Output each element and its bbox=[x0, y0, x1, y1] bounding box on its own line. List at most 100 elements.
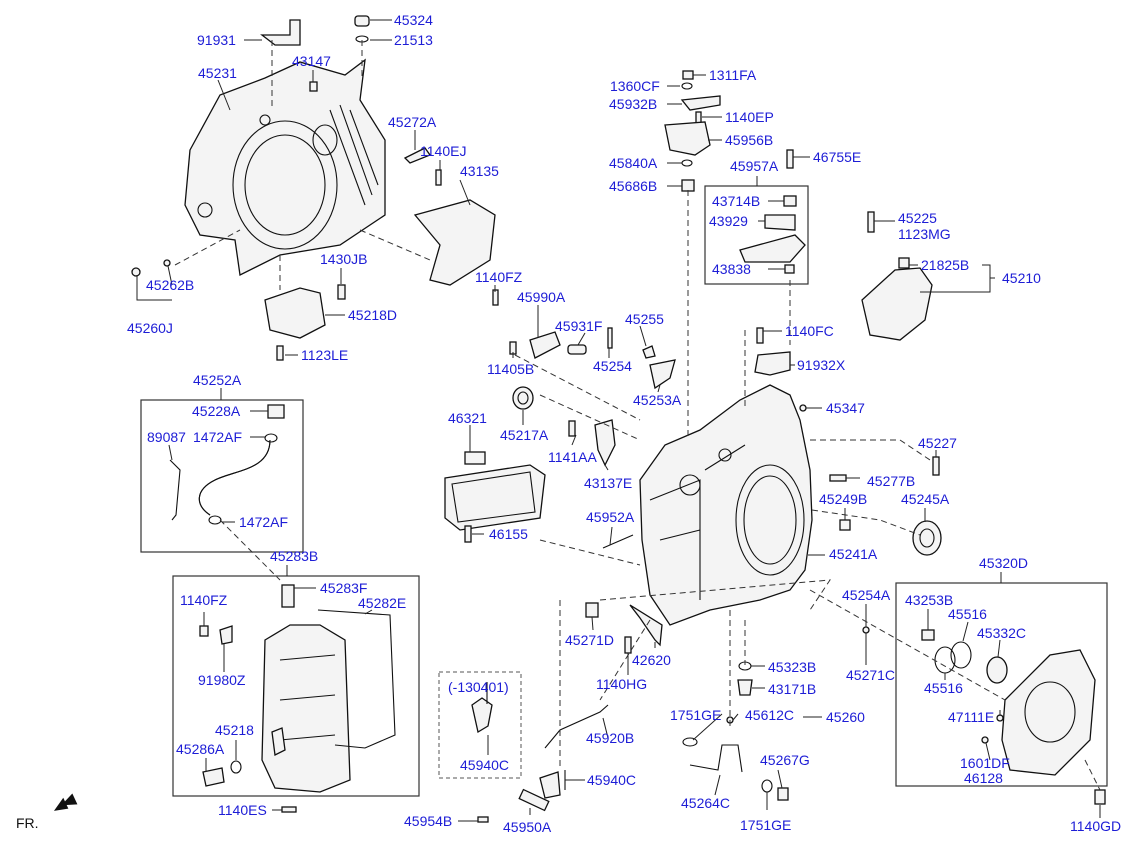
callout-1140fz-upper[interactable]: 1140FZ bbox=[475, 269, 523, 285]
callout-45840a[interactable]: 45840A bbox=[609, 155, 658, 171]
callout-1751ge-upper[interactable]: 1751GE bbox=[670, 707, 721, 723]
callout-45228a[interactable]: 45228A bbox=[192, 403, 241, 419]
callout-91932x[interactable]: 91932X bbox=[797, 357, 846, 373]
callout-1140fc[interactable]: 1140FC bbox=[785, 323, 834, 339]
callout-45249b[interactable]: 45249B bbox=[819, 491, 867, 507]
callout-1140es[interactable]: 1140ES bbox=[218, 802, 267, 818]
solenoid-45940c-old bbox=[471, 697, 493, 734]
callout-45210[interactable]: 45210 bbox=[1002, 270, 1041, 286]
callout-1141aa[interactable]: 1141AA bbox=[548, 449, 597, 465]
callout-45218d[interactable]: 45218D bbox=[348, 307, 397, 323]
callout-46321[interactable]: 46321 bbox=[448, 410, 487, 426]
callout-1140hg[interactable]: 1140HG bbox=[596, 676, 647, 692]
callout-1472af-upper[interactable]: 1472AF bbox=[193, 429, 242, 445]
callout-45956b[interactable]: 45956B bbox=[725, 132, 773, 148]
callout-45283f[interactable]: 45283F bbox=[320, 580, 367, 596]
callout-45271c[interactable]: 45271C bbox=[846, 667, 895, 683]
bolt-45277b bbox=[829, 474, 847, 482]
callout-45252a[interactable]: 45252A bbox=[193, 372, 242, 388]
callout-43929[interactable]: 43929 bbox=[709, 213, 748, 229]
callout-45932b[interactable]: 45932B bbox=[609, 96, 657, 112]
callout-45254[interactable]: 45254 bbox=[593, 358, 632, 374]
callout-1311fa[interactable]: 1311FA bbox=[709, 67, 757, 83]
callout-43171b[interactable]: 43171B bbox=[768, 681, 816, 697]
callout-45253a[interactable]: 45253A bbox=[633, 392, 682, 408]
nut-1311fa bbox=[682, 70, 694, 80]
callout-43253b[interactable]: 43253B bbox=[905, 592, 953, 608]
callout-45686b[interactable]: 45686B bbox=[609, 178, 657, 194]
callout-89087[interactable]: 89087 bbox=[147, 429, 186, 445]
callout-45218[interactable]: 45218 bbox=[215, 722, 254, 738]
callout-45952a[interactable]: 45952A bbox=[586, 509, 635, 525]
callout-45940c[interactable]: 45940C bbox=[587, 772, 636, 788]
seal-45840a bbox=[681, 159, 693, 167]
callout-43135[interactable]: 43135 bbox=[460, 163, 499, 179]
callout-11405b[interactable]: 11405B bbox=[487, 361, 534, 377]
callout-45283b[interactable]: 45283B bbox=[270, 548, 318, 564]
callout-1360cf[interactable]: 1360CF bbox=[610, 78, 660, 94]
callout-45940c-old[interactable]: 45940C bbox=[460, 757, 509, 773]
callout-1601df[interactable]: 1601DF bbox=[960, 755, 1010, 771]
callout-1140fz-lower[interactable]: 1140FZ bbox=[180, 592, 228, 608]
callout-45990a[interactable]: 45990A bbox=[517, 289, 566, 305]
callout-1123le[interactable]: 1123LE bbox=[301, 347, 348, 363]
callout-45320d[interactable]: 45320D bbox=[979, 555, 1028, 571]
clip-1472af-upper bbox=[264, 433, 278, 443]
callout-45217a[interactable]: 45217A bbox=[500, 427, 549, 443]
callout-46755e[interactable]: 46755E bbox=[813, 149, 861, 165]
callout-47111e[interactable]: 47111E bbox=[948, 709, 994, 725]
callout-45262b[interactable]: 45262B bbox=[146, 277, 194, 293]
callout-45950a[interactable]: 45950A bbox=[503, 819, 552, 835]
callout-1140ej[interactable]: 1140EJ bbox=[420, 143, 466, 159]
callout-45254a[interactable]: 45254A bbox=[842, 587, 891, 603]
callout-1140gd[interactable]: 1140GD bbox=[1070, 818, 1121, 834]
callout-21825b[interactable]: 21825B bbox=[921, 257, 969, 273]
callout-45260[interactable]: 45260 bbox=[826, 709, 865, 725]
callout-45260j[interactable]: 45260J bbox=[127, 320, 173, 336]
callout-45255[interactable]: 45255 bbox=[625, 311, 664, 327]
callout-45271d[interactable]: 45271D bbox=[565, 632, 614, 648]
callout-45225[interactable]: 45225 bbox=[898, 210, 937, 226]
callout-45612c[interactable]: 45612C bbox=[745, 707, 794, 723]
callout-46128[interactable]: 46128 bbox=[964, 770, 1003, 786]
callout-45277b[interactable]: 45277B bbox=[867, 473, 915, 489]
callout-45324[interactable]: 45324 bbox=[394, 12, 433, 28]
callout-130401[interactable]: (-130401) bbox=[448, 679, 509, 695]
callout-45264c[interactable]: 45264C bbox=[681, 795, 730, 811]
callout-91931[interactable]: 91931 bbox=[197, 32, 236, 48]
pin-45262b bbox=[163, 259, 171, 267]
callout-45931f[interactable]: 45931F bbox=[555, 318, 602, 334]
callout-45323b[interactable]: 45323B bbox=[768, 659, 816, 675]
callout-45954b[interactable]: 45954B bbox=[404, 813, 452, 829]
callout-43147[interactable]: 43147 bbox=[292, 53, 331, 69]
callout-91980z[interactable]: 91980Z bbox=[198, 672, 246, 688]
callout-45957a[interactable]: 45957A bbox=[730, 158, 779, 174]
callout-1123mg[interactable]: 1123MG bbox=[898, 226, 951, 242]
callout-43714b[interactable]: 43714B bbox=[712, 193, 760, 209]
front-arrow-icon bbox=[53, 793, 78, 811]
callout-45516-upper[interactable]: 45516 bbox=[948, 606, 987, 622]
callout-43137e[interactable]: 43137E bbox=[584, 475, 632, 491]
callout-45920b[interactable]: 45920B bbox=[586, 730, 634, 746]
callout-1472af-lower[interactable]: 1472AF bbox=[239, 514, 288, 530]
callout-45272a[interactable]: 45272A bbox=[388, 114, 437, 130]
callout-45227[interactable]: 45227 bbox=[918, 435, 957, 451]
callout-1140ep[interactable]: 1140EP bbox=[725, 109, 774, 125]
callout-21513[interactable]: 21513 bbox=[394, 32, 433, 48]
callout-45282e[interactable]: 45282E bbox=[358, 595, 406, 611]
oring-1751ge-upper bbox=[682, 737, 698, 747]
callout-42620[interactable]: 42620 bbox=[632, 652, 671, 668]
callout-45231[interactable]: 45231 bbox=[198, 65, 237, 81]
callout-43838[interactable]: 43838 bbox=[712, 261, 751, 277]
callout-45286a[interactable]: 45286A bbox=[176, 741, 225, 757]
callout-46155[interactable]: 46155 bbox=[489, 526, 528, 542]
callout-45332c[interactable]: 45332C bbox=[977, 625, 1026, 641]
callout-45516-lower[interactable]: 45516 bbox=[924, 680, 963, 696]
callout-45241a[interactable]: 45241A bbox=[829, 546, 878, 562]
callout-45267g[interactable]: 45267G bbox=[760, 752, 810, 768]
callout-1751ge-lower[interactable]: 1751GE bbox=[740, 817, 791, 833]
bolt-1140es bbox=[281, 806, 297, 813]
callout-45245a[interactable]: 45245A bbox=[901, 491, 950, 507]
callout-45347[interactable]: 45347 bbox=[826, 400, 865, 416]
callout-1430jb[interactable]: 1430JB bbox=[320, 251, 367, 267]
